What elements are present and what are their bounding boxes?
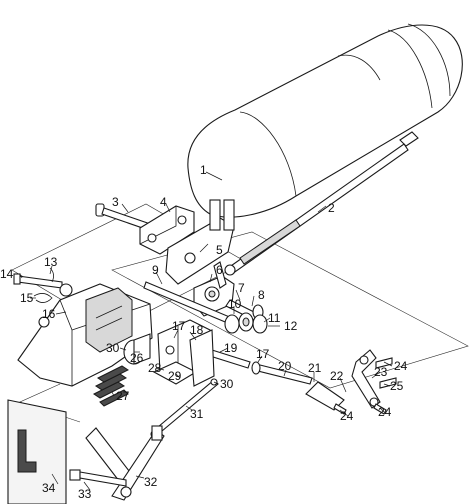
label-24-left: 24 bbox=[340, 409, 354, 423]
part-21-22-23-linkage bbox=[305, 349, 381, 411]
part-28-29-brackets bbox=[152, 329, 215, 387]
label-26: 26 bbox=[130, 351, 144, 365]
label-33: 33 bbox=[78, 487, 92, 501]
label-32: 32 bbox=[144, 475, 158, 489]
label-17-upper: 17 bbox=[172, 319, 186, 333]
part-4-clevis-bracket bbox=[139, 205, 195, 255]
label-8: 8 bbox=[258, 288, 265, 302]
label-24-right: 24 bbox=[378, 405, 392, 419]
label-4: 4 bbox=[160, 195, 167, 209]
label-11: 11 bbox=[268, 311, 281, 325]
label-14: 14 bbox=[0, 267, 14, 281]
label-15: 15 bbox=[20, 291, 34, 305]
label-9: 9 bbox=[152, 263, 159, 277]
label-24-top: 24 bbox=[394, 359, 408, 373]
label-10: 10 bbox=[228, 297, 242, 311]
leader-lines bbox=[19, 171, 393, 491]
label-27: 27 bbox=[116, 389, 130, 403]
part-1-tank-cylinder bbox=[187, 23, 463, 218]
label-28: 28 bbox=[148, 361, 162, 375]
part-27-coil-spring bbox=[93, 365, 129, 407]
label-29: 29 bbox=[168, 369, 182, 383]
part-33-bolt bbox=[69, 469, 127, 487]
label-30-right: 30 bbox=[220, 377, 234, 391]
part-number-labels: 1 2 3 4 5 6 7 8 9 10 11 12 13 14 15 16 1… bbox=[0, 163, 408, 501]
part-5-hanging-bracket bbox=[165, 199, 235, 285]
part-34-floor-plate bbox=[7, 399, 67, 504]
label-30-left: 30 bbox=[106, 341, 120, 355]
label-2: 2 bbox=[328, 201, 335, 215]
label-19: 19 bbox=[224, 341, 238, 355]
part-16-base-housing bbox=[17, 283, 153, 387]
label-13: 13 bbox=[44, 255, 58, 269]
label-3: 3 bbox=[112, 195, 119, 209]
label-6: 6 bbox=[216, 263, 223, 277]
part-19-20-connecting-rod bbox=[209, 349, 313, 385]
label-25: 25 bbox=[390, 379, 404, 393]
label-17-lower: 17 bbox=[256, 347, 270, 361]
label-18: 18 bbox=[190, 323, 204, 337]
label-23: 23 bbox=[374, 365, 388, 379]
label-5: 5 bbox=[216, 243, 223, 257]
label-16: 16 bbox=[42, 307, 56, 321]
label-31: 31 bbox=[190, 407, 204, 421]
part-24-25-bolts bbox=[333, 357, 397, 415]
part-10-11-12-bushings bbox=[224, 312, 268, 334]
label-20: 20 bbox=[278, 359, 292, 373]
label-12: 12 bbox=[284, 319, 298, 333]
label-21: 21 bbox=[308, 361, 322, 375]
label-7: 7 bbox=[238, 281, 245, 295]
label-34: 34 bbox=[42, 481, 56, 495]
label-1: 1 bbox=[200, 163, 207, 177]
label-22: 22 bbox=[330, 369, 344, 383]
part-2-long-rod bbox=[224, 143, 409, 276]
